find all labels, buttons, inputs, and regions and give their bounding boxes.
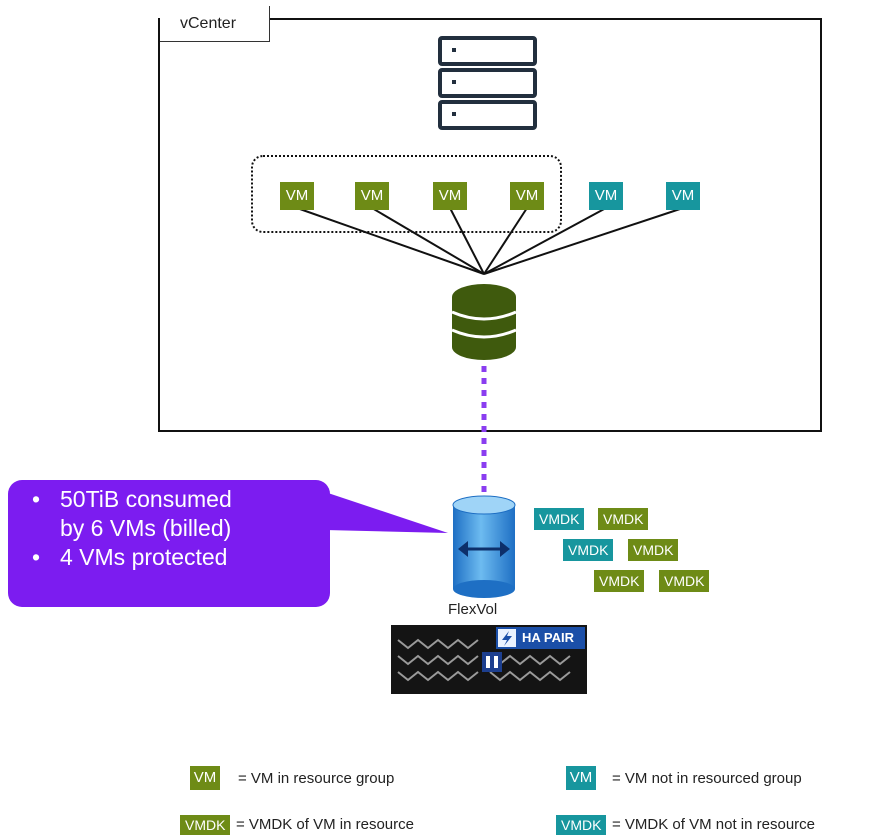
legend-vm-out-text: = VM not in resourced group [612, 770, 802, 787]
legend-vm-in-swatch: VM [190, 766, 220, 790]
callout-bullet-billed: 50TiB consumed by 6 VMs (billed) [32, 485, 330, 543]
ha-pair-badge: HA PAIR [522, 630, 574, 645]
vmdk-box-not-in-group: VMDK [563, 539, 614, 561]
resource-group-boundary [251, 155, 562, 233]
legend-vmdk-out-text: = VMDK of VM not in resource [612, 816, 815, 833]
vm-box-in-group: VM [355, 182, 389, 210]
legend-vm-out-swatch: VM [566, 766, 596, 790]
datastore-icon [451, 284, 517, 360]
vcenter-label: vCenter [160, 6, 270, 42]
callout-text: 50TiB consumed by 6 VMs (billed) 4 VMs p… [10, 485, 330, 572]
legend-vmdk-in-text: = VMDK of VM in resource [236, 816, 414, 833]
callout-line-2: by 6 VMs (billed) [60, 515, 232, 541]
vmdk-box-in-group: VMDK [628, 539, 679, 561]
vm-connection-lines [296, 207, 684, 275]
vmdk-box-in-group: VMDK [594, 570, 645, 592]
vmdk-box-in-group: VMDK [659, 570, 710, 592]
legend-vmdk-in-swatch: VMDK [180, 815, 231, 835]
vmdk-box-not-in-group: VMDK [534, 508, 585, 530]
vm-box-not-in-group: VM [589, 182, 623, 210]
vm-box-not-in-group: VM [666, 182, 700, 210]
callout-bullet-protected: 4 VMs protected [32, 543, 330, 572]
legend-vm-in-text: = VM in resource group [238, 770, 395, 787]
flexvol-icon [452, 495, 516, 598]
callout-line-3: 4 VMs protected [60, 544, 228, 570]
callout-line-1: 50TiB consumed [60, 486, 232, 512]
vmdk-box-in-group: VMDK [598, 508, 649, 530]
legend-vmdk-out-swatch: VMDK [556, 815, 607, 835]
storage-appliance-icon [391, 625, 587, 694]
vcenter-container [158, 18, 822, 432]
vm-box-in-group: VM [280, 182, 314, 210]
vm-box-in-group: VM [433, 182, 467, 210]
vm-box-in-group: VM [510, 182, 544, 210]
server-icon [438, 36, 537, 130]
flexvol-label: FlexVol [448, 601, 498, 618]
